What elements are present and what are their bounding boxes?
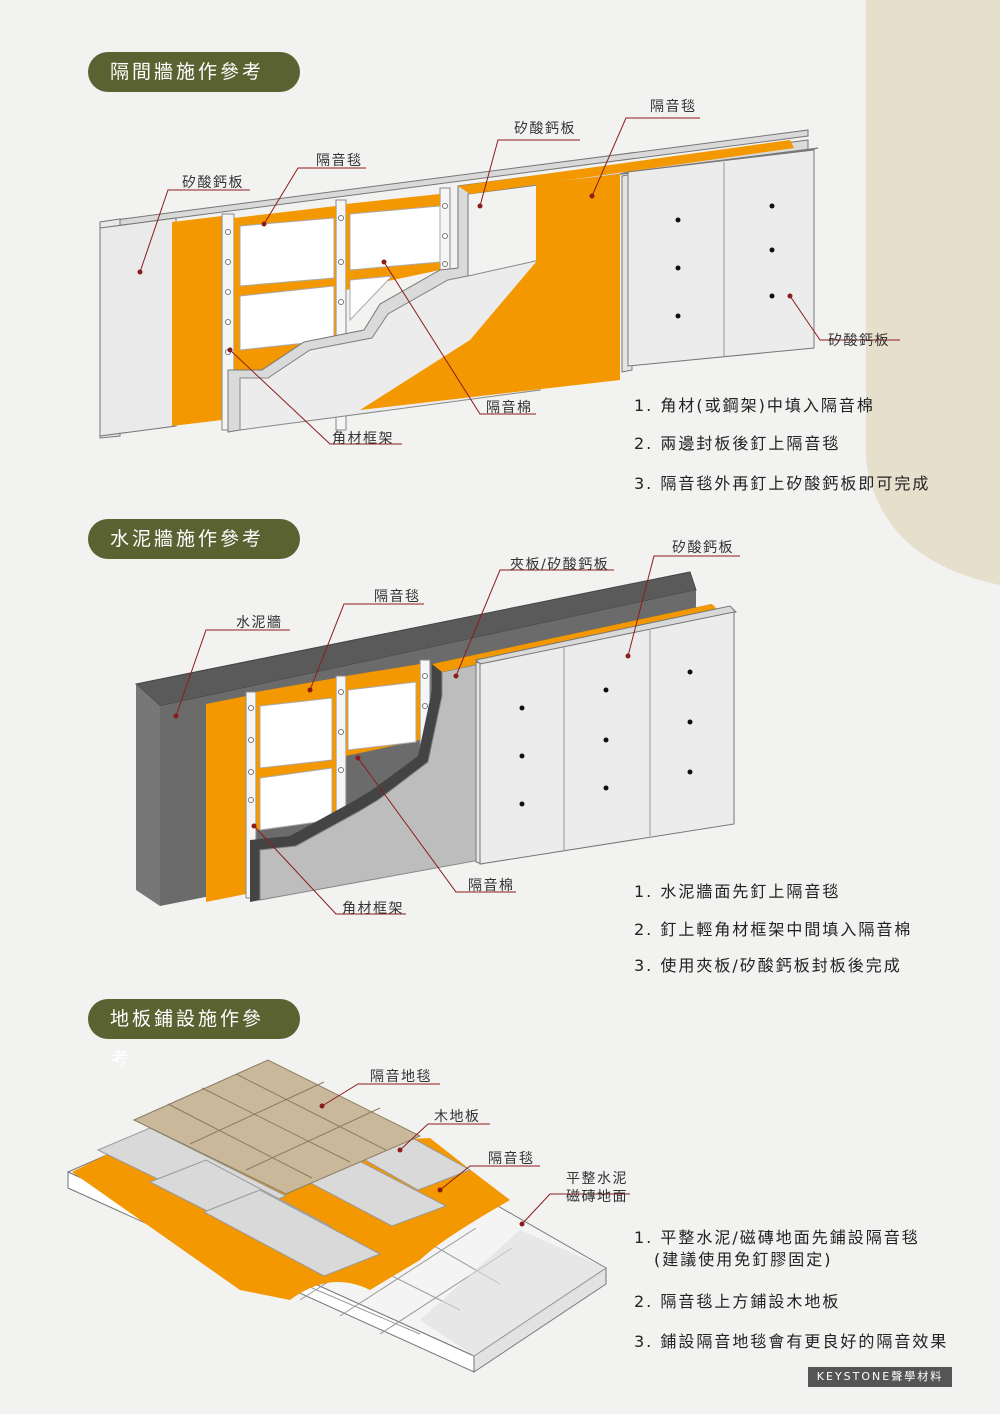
label-felt: 隔音毯 (488, 1151, 535, 1167)
label-wood: 木地板 (434, 1109, 481, 1125)
label-felt-right: 隔音毯 (650, 99, 697, 115)
step-3-1: 1. 平整水泥/磁磚地面先鋪設隔音毯 (634, 1228, 920, 1247)
label-felt: 隔音毯 (374, 589, 421, 605)
step-1-1: 1. 角材(或鋼架)中填入隔音棉 (634, 396, 875, 415)
label-base-line1: 平整水泥 (566, 1171, 628, 1187)
step-1-2: 2. 兩邊封板後釘上隔音毯 (634, 434, 841, 453)
section-title-floor: 地板鋪設施作參考 (88, 999, 300, 1070)
label-wool: 隔音棉 (486, 400, 533, 416)
label-base-line2: 磁磚地面 (566, 1189, 628, 1205)
step-2-3: 3. 使用夾板/矽酸鈣板封板後完成 (634, 956, 902, 975)
label-board-mid: 矽酸鈣板 (514, 121, 576, 137)
label-board-right: 矽酸鈣板 (828, 333, 890, 349)
brand-tag: KEYSTONE聲學材料 (808, 1367, 952, 1387)
step-3-3: 3. 鋪設隔音地毯會有更良好的隔音效果 (634, 1332, 949, 1351)
label-board-left: 矽酸鈣板 (182, 175, 244, 191)
section-title-partition: 隔間牆施作參考 (88, 52, 300, 92)
label-felt-left: 隔音毯 (316, 153, 363, 169)
label-wool: 隔音棉 (468, 878, 515, 894)
step-3-2: 2. 隔音毯上方鋪設木地板 (634, 1292, 841, 1311)
label-board: 矽酸鈣板 (672, 540, 734, 556)
label-plywood: 夾板/矽酸鈣板 (510, 557, 610, 573)
step-1-3: 3. 隔音毯外再釘上矽酸鈣板即可完成 (634, 474, 931, 493)
step-3-1-note: (建議使用免釘膠固定) (654, 1250, 833, 1269)
step-2-1: 1. 水泥牆面先釘上隔音毯 (634, 882, 841, 901)
label-concrete: 水泥牆 (236, 615, 283, 631)
label-frame: 角材框架 (332, 431, 394, 447)
label-underlay: 隔音地毯 (370, 1069, 432, 1085)
step-2-2: 2. 釘上輕角材框架中間填入隔音棉 (634, 920, 913, 939)
label-frame: 角材框架 (342, 901, 404, 917)
section-title-concrete: 水泥牆施作參考 (88, 519, 300, 559)
